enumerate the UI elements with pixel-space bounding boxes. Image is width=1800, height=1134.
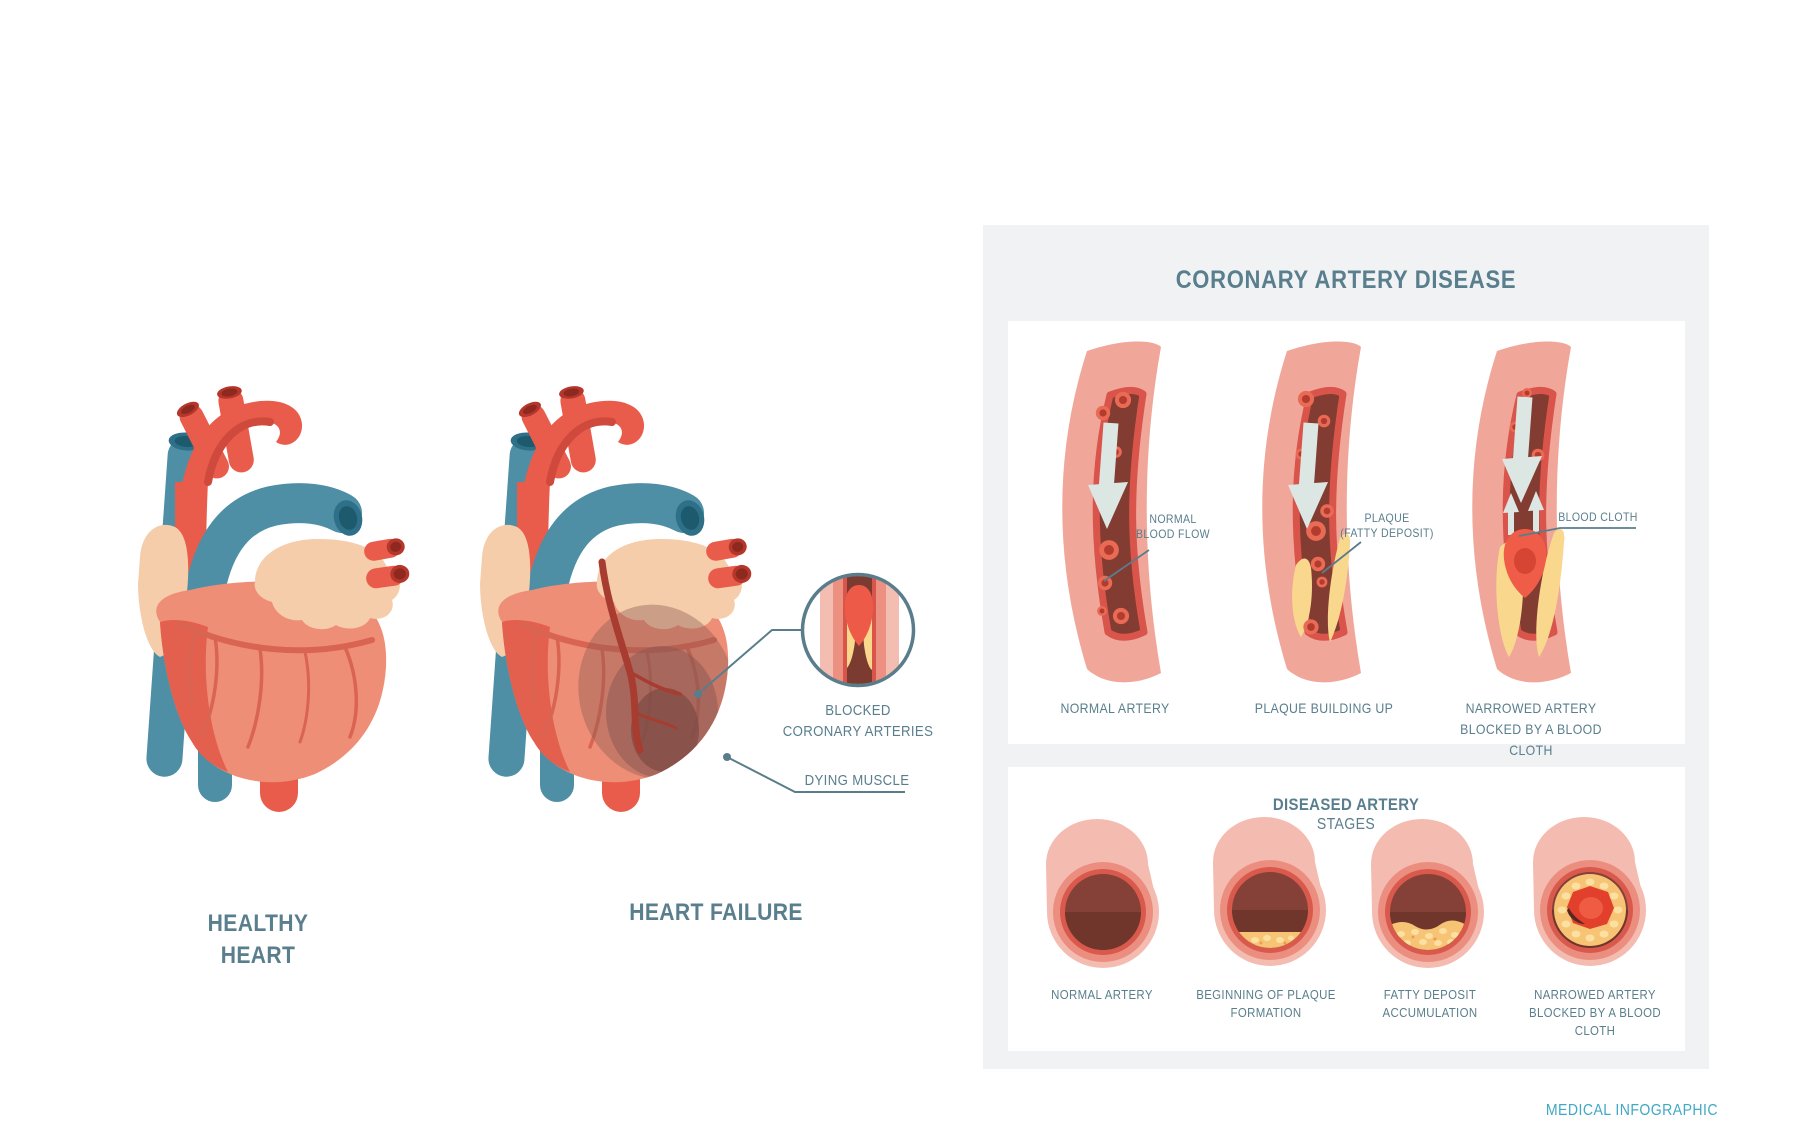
healthy-heart-label: HEALTHY HEART [207, 910, 309, 970]
diseased-artery-title: DISEASED ARTERY [1272, 795, 1420, 814]
stage3-caption: FATTY DEPOSIT ACCUMULATION [1382, 987, 1478, 1020]
blocked-coronary-artery-line [598, 558, 682, 754]
coronary-artery-disease-title: CORONARY ARTERY DISEASE [1175, 266, 1517, 294]
heart-failure-label: HEART FAILURE [629, 899, 803, 926]
stage4-caption: NARROWED ARTERY BLOCKED BY A BLOOD CLOTH [1528, 987, 1662, 1038]
heart-failure-illustration [480, 384, 755, 812]
normal-blood-flow-label: NORMAL BLOOD FLOW [1136, 512, 1210, 541]
stage1-caption: NORMAL ARTERY [1051, 987, 1153, 1002]
dying-muscle-label: DYING MUSCLE [804, 772, 910, 789]
healthy-heart-illustration [138, 384, 411, 812]
blood-cloth-label: BLOOD CLOTH [1558, 510, 1638, 524]
dying-muscle-region [578, 604, 729, 780]
diseased-artery-subtitle: STAGES [1316, 816, 1376, 833]
plaque-fatty-deposit-label: PLAQUE (FATTY DEPOSIT) [1340, 511, 1434, 540]
artery-inset-magnifier [800, 572, 916, 688]
stage2-caption: BEGINNING OF PLAQUE FORMATION [1196, 987, 1336, 1020]
blocked-coronary-leader-line [694, 629, 801, 698]
plaque-building-up-caption: PLAQUE BUILDING UP [1254, 700, 1394, 716]
narrowed-artery-caption: NARROWED ARTERY BLOCKED BY A BLOOD CLOTH [1460, 700, 1602, 758]
normal-artery-caption: NORMAL ARTERY [1060, 700, 1170, 716]
medical-infographic-credit: MEDICAL INFOGRAPHIC [1545, 1102, 1718, 1119]
blocked-coronary-arteries-label: BLOCKED CORONARY ARTERIES [782, 702, 934, 740]
